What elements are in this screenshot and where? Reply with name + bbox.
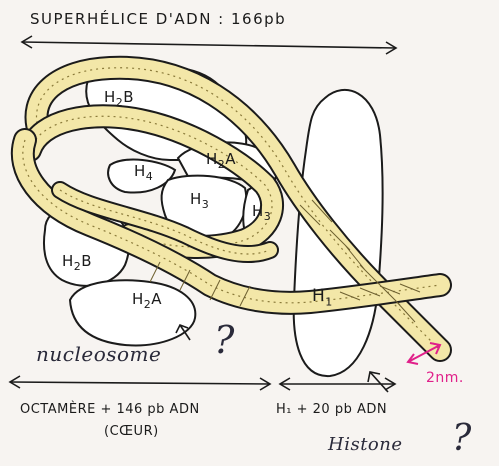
octamer-label: OCTAMÈRE + 146 pb ADN xyxy=(20,402,200,417)
question-mark-histone: ? xyxy=(452,418,472,459)
histone-annotation: Histone xyxy=(328,434,403,455)
page-title: SUPERHÉLICE D'ADN : 166pb xyxy=(30,10,286,28)
octamer-length-arrow xyxy=(10,376,270,390)
histone-label-h4: H4 xyxy=(134,162,153,183)
histone-label-h2b-top: H2B xyxy=(104,88,134,109)
superhelix-length-arrow xyxy=(22,36,396,54)
scale-label: 2nm. xyxy=(426,370,464,386)
question-mark-nucleosome: ? xyxy=(214,318,235,362)
histone-label-h2a-low: H2A xyxy=(132,290,162,311)
core-label: (CŒUR) xyxy=(104,424,159,439)
histone-label-h2a-top: H2A xyxy=(206,150,236,171)
h1-dna-label: H₁ + 20 pb ADN xyxy=(276,402,387,417)
nucleosome-annotation: nucleosome xyxy=(36,342,161,366)
histone-label-h3-right: H3 xyxy=(252,202,271,223)
histone-label-h1: H1 xyxy=(312,286,333,308)
histone-label-h3-center: H3 xyxy=(190,190,209,211)
histone-pointer-arrow xyxy=(368,372,388,392)
histone-label-h2b-low: H2B xyxy=(62,252,92,273)
